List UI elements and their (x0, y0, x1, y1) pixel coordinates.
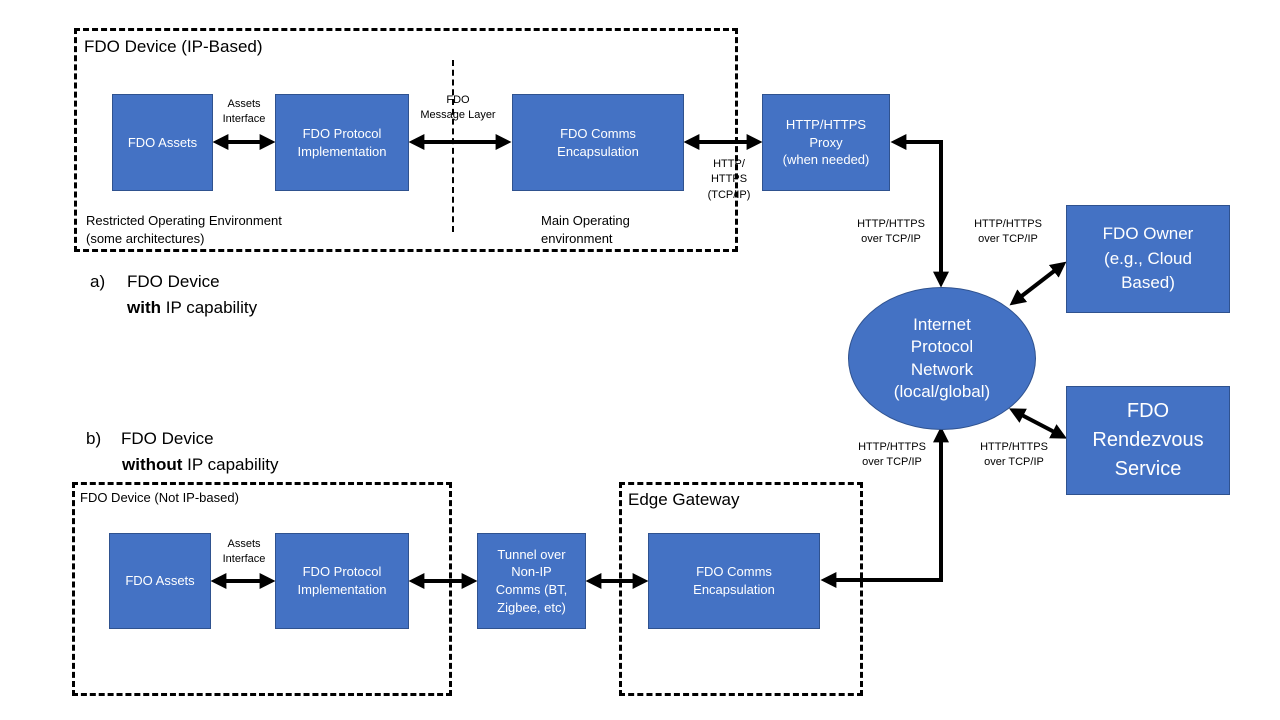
fdo-device-ip-title: FDO Device (IP-Based) (84, 37, 263, 56)
fdo-rendezvous-box: FDO Rendezvous Service (1066, 386, 1230, 495)
internet-protocol-network: Internet Protocol Network (local/global) (848, 287, 1036, 430)
arrow-network-owner (1009, 261, 1067, 306)
fdo-assets-box-b: FDO Assets (109, 533, 211, 629)
restricted-environment-label: Restricted Operating Environment (some a… (86, 213, 282, 246)
caption-a-rest: IP capability (161, 298, 258, 317)
caption-b-line1: FDO Device (121, 429, 214, 448)
caption-a-marker: a) (90, 272, 106, 291)
caption-b-line2: without IP capability (122, 452, 279, 478)
arrow-network-rendezvous (1009, 408, 1067, 439)
fdo-owner-box: FDO Owner (e.g., Cloud Based) (1066, 205, 1230, 313)
caption-b-rest: IP capability (182, 455, 279, 474)
arrow-proxy-network (890, 134, 949, 288)
link-label-rendezvous-network: HTTP/HTTPS over TCP/IP (980, 441, 1048, 469)
assets-interface-label-b: Assets Interface (222, 538, 266, 566)
fdo-protocol-box-a: FDO Protocol Implementation (275, 94, 409, 191)
fdo-device-non-ip-title: FDO Device (Not IP-based) (80, 490, 239, 505)
link-label-gateway-network: HTTP/HTTPS over TCP/IP (858, 441, 926, 469)
fdo-comms-box-b: FDO Comms Encapsulation (648, 533, 820, 629)
caption-b-marker: b) (86, 429, 102, 448)
fdo-device-non-ip-container (72, 482, 452, 696)
caption-a-line1: FDO Device (127, 272, 220, 291)
edge-gateway-title: Edge Gateway (628, 490, 740, 509)
caption-a-line2: with IP capability (127, 295, 257, 321)
link-label-proxy-network: HTTP/HTTPS over TCP/IP (857, 218, 925, 246)
caption-a-bold: with (127, 298, 161, 317)
edge-gateway-container (619, 482, 863, 696)
http-tcp-label-a: HTTP/ HTTPS (TCP/IP) (707, 158, 751, 201)
caption-b-bold: without (122, 455, 183, 474)
http-proxy-box: HTTP/HTTPS Proxy (when needed) (762, 94, 890, 191)
tunnel-box: Tunnel over Non-IP Comms (BT, Zigbee, et… (477, 533, 586, 629)
message-layer-label: FDO Message Layer (420, 94, 496, 122)
link-label-owner-network: HTTP/HTTPS over TCP/IP (974, 218, 1042, 246)
fdo-comms-box-a: FDO Comms Encapsulation (512, 94, 684, 191)
assets-interface-label-a: Assets Interface (222, 98, 266, 126)
fdo-protocol-box-b: FDO Protocol Implementation (275, 533, 409, 629)
main-environment-label: Main Operating environment (541, 213, 630, 246)
arrow-gateway-network (820, 426, 949, 588)
fdo-assets-box-a: FDO Assets (112, 94, 213, 191)
